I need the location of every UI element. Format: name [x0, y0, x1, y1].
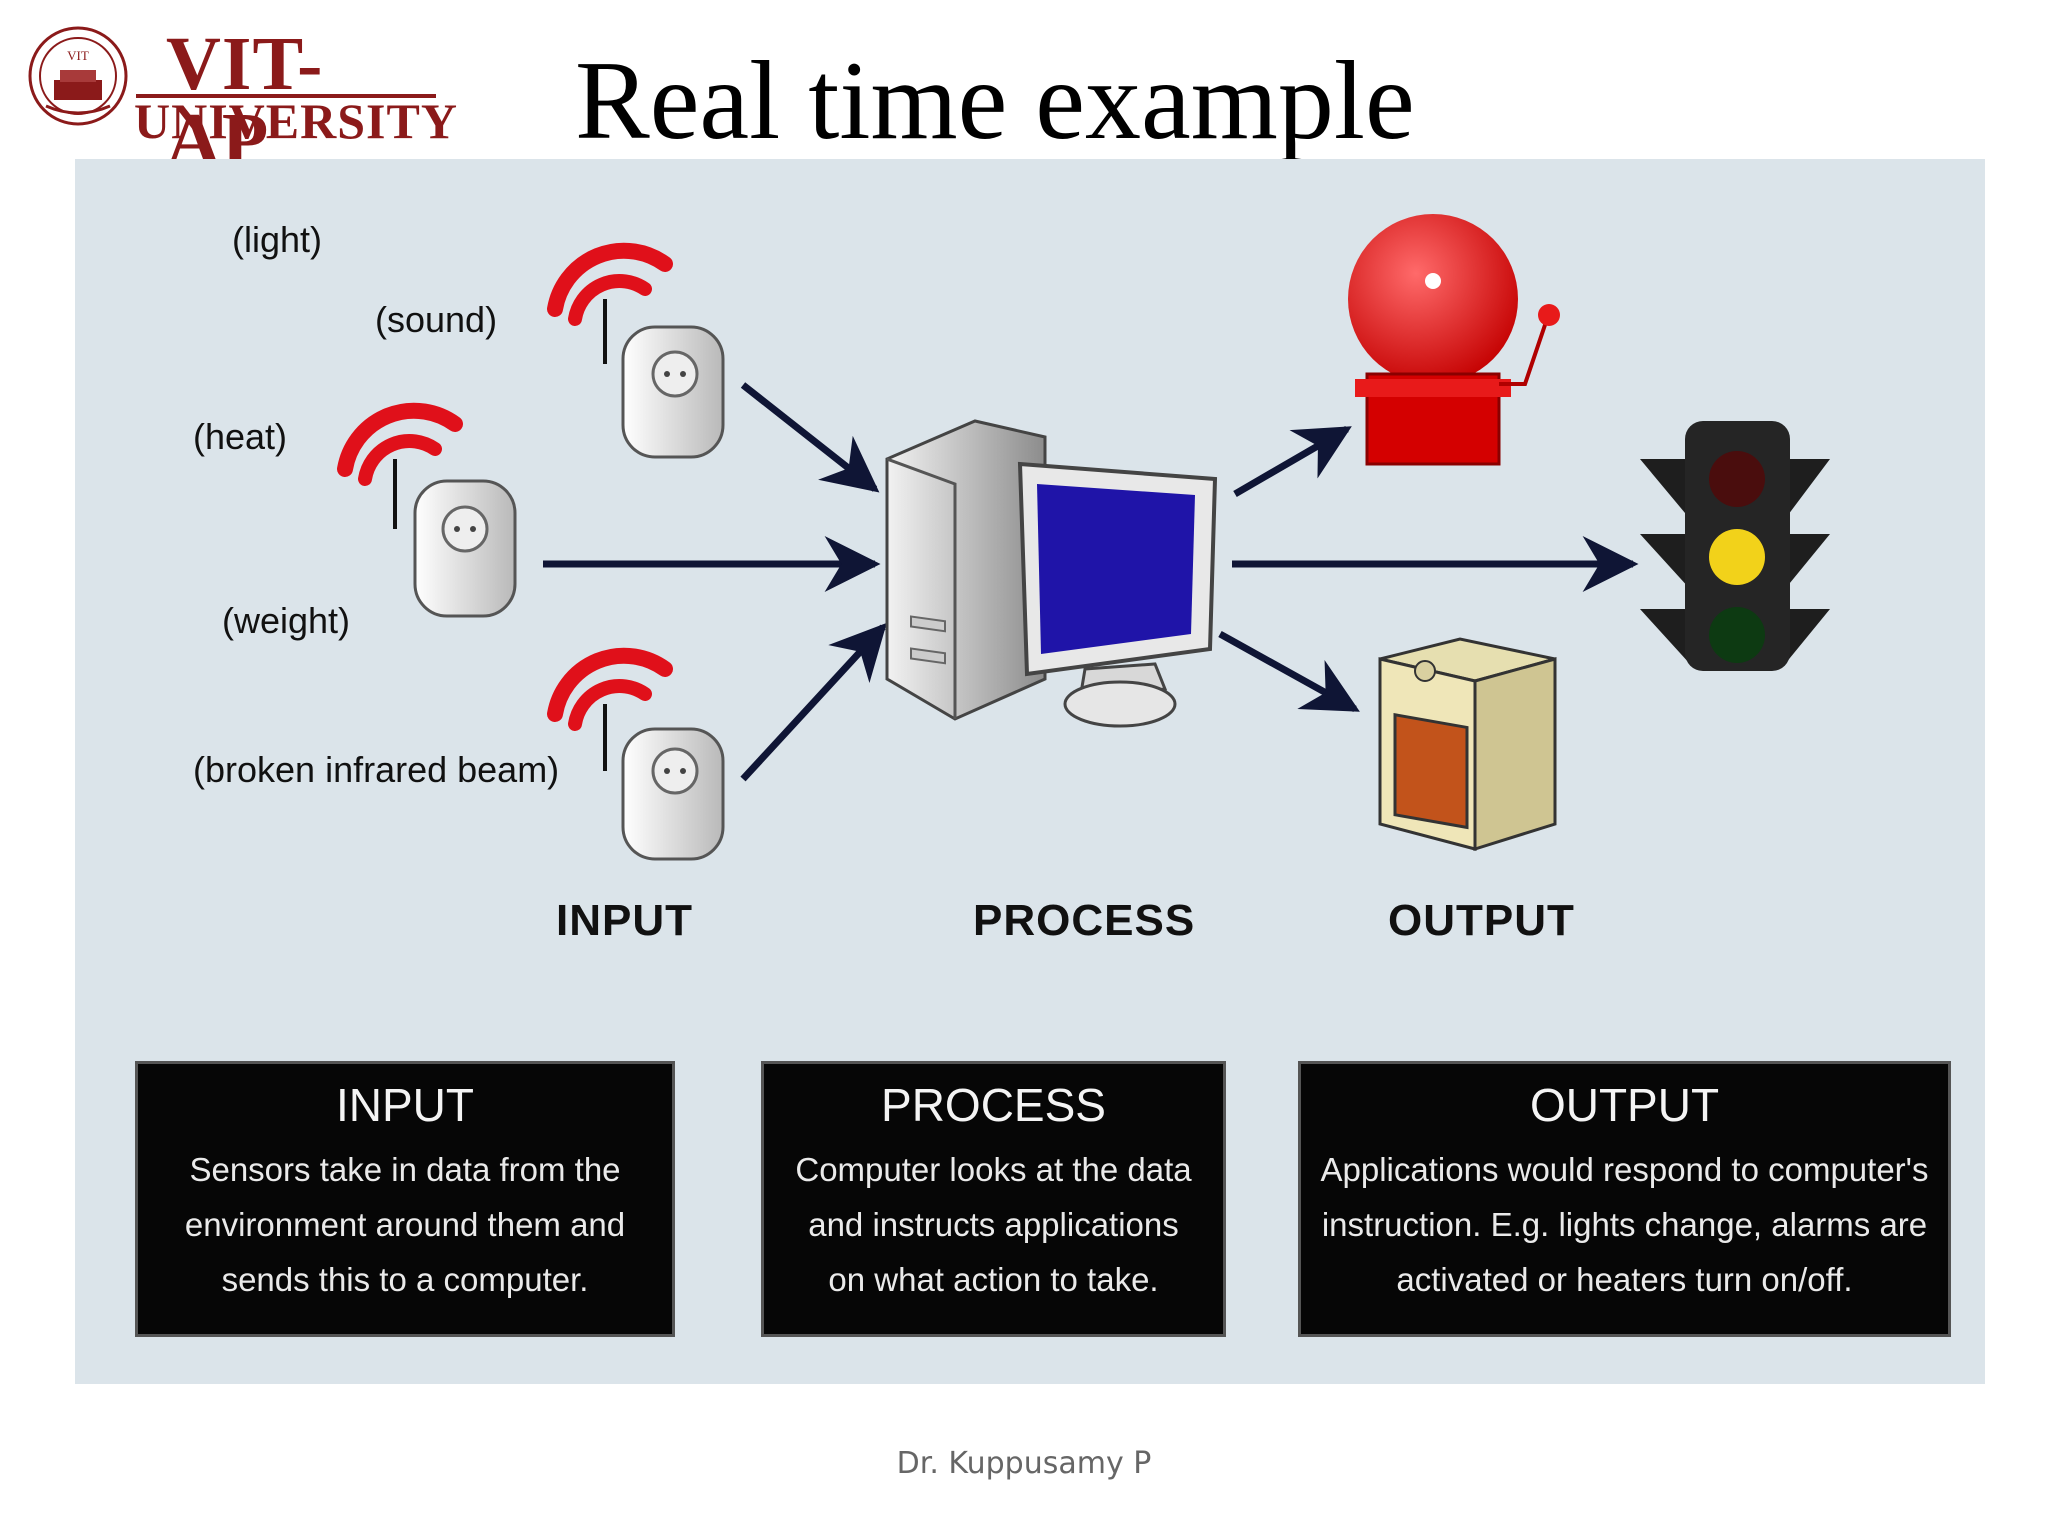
input-box-line: Sensors take in data from the: [189, 1151, 621, 1188]
logo-rule: [136, 94, 436, 98]
ipo-diagram: [337, 214, 1830, 861]
computer-icon: [885, 419, 1218, 728]
process-box-line: on what action to take.: [828, 1261, 1159, 1298]
sensor-device-middle: [337, 402, 517, 618]
output-description-box: OUTPUT Applications would respond to com…: [1298, 1061, 1951, 1337]
arrow-input-top: [740, 382, 880, 493]
process-box-line: Computer looks at the data: [795, 1151, 1192, 1188]
output-box-line: Applications would respond to computer's: [1320, 1151, 1929, 1188]
sensor-label-sound: (sound): [375, 299, 498, 340]
stage-label-process: PROCESS: [973, 896, 1196, 945]
input-box-line: sends this to a computer.: [221, 1261, 589, 1298]
slide-title: Real time example: [575, 39, 1415, 163]
input-box-title: INPUT: [336, 1079, 474, 1131]
output-box-line: instruction. E.g. lights change, alarms …: [1321, 1206, 1928, 1243]
seal-text: VIT: [67, 48, 89, 63]
stage-label-input: INPUT: [556, 896, 693, 945]
arrow-input-bottom: [740, 622, 887, 782]
process-box-line: and instructs applications: [808, 1206, 1179, 1243]
process-description-box: PROCESS Computer looks at the data and i…: [761, 1061, 1226, 1337]
heater-icon: [1378, 637, 1557, 852]
traffic-light-icon: [1640, 421, 1830, 671]
input-box-body: Sensors take in data from the environmen…: [138, 1142, 672, 1307]
arrow-output-alarm: [1233, 425, 1352, 498]
sensor-device-bottom: [547, 647, 725, 861]
logo-subtitle: UNIVERSITY: [134, 93, 458, 149]
slide-footer-author: Dr. Kuppusamy P: [896, 1446, 1152, 1481]
sensor-label-heat: (heat): [193, 416, 288, 457]
output-box-line: activated or heaters turn on/off.: [1396, 1261, 1853, 1298]
output-box-title: OUTPUT: [1529, 1079, 1720, 1131]
sensor-label-infrared: (broken infrared beam): [193, 749, 560, 790]
output-box-body: Applications would respond to computer's…: [1301, 1142, 1948, 1307]
process-box-title: PROCESS: [881, 1079, 1106, 1131]
sensor-device-top: [547, 242, 725, 459]
stage-label-output: OUTPUT: [1388, 896, 1575, 945]
sensor-label-light: (light): [232, 219, 323, 260]
input-description-box: INPUT Sensors take in data from the envi…: [135, 1061, 675, 1337]
alarm-bell-icon: [1348, 214, 1560, 466]
diagram-panel: (light) (sound) (heat) (weight) (broken …: [75, 159, 1985, 1384]
sensor-label-weight: (weight): [222, 600, 351, 641]
input-box-line: environment around them and: [184, 1206, 626, 1243]
university-logo: VIT VIT-AP UNIVERSITY: [26, 18, 457, 178]
arrow-output-heater: [1218, 630, 1360, 713]
university-seal-icon: VIT: [28, 26, 128, 126]
process-box-body: Computer looks at the data and instructs…: [764, 1142, 1223, 1307]
